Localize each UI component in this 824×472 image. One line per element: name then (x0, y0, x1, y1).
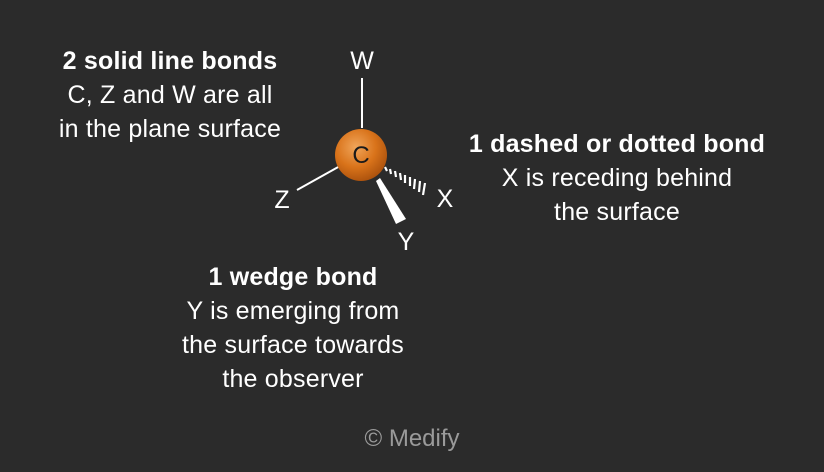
dashed-bond-caption: 1 dashed or dotted bond X is receding be… (432, 127, 802, 229)
solid-bonds-caption: 2 solid line bonds C, Z and W are all in… (20, 44, 320, 146)
dashed-bond-x (384, 166, 427, 196)
wedge-bond-line-2: the surface towards (182, 331, 404, 359)
wedge-bond-caption: 1 wedge bond Y is emerging from the surf… (143, 260, 443, 396)
atom-x-label: X (437, 185, 454, 213)
solid-bonds-line-2: in the plane surface (58, 115, 282, 143)
dashed-bond-heading: 1 dashed or dotted bond (468, 130, 766, 158)
solid-bond-z (296, 165, 341, 191)
atom-w-label: W (350, 47, 374, 75)
solid-bonds-line-1: C, Z and W are all (67, 81, 273, 109)
atom-z-label: Z (274, 186, 289, 214)
carbon-atom (335, 129, 387, 181)
atom-y-label: Y (398, 228, 415, 256)
wedge-bond-heading: 1 wedge bond (208, 263, 378, 291)
copyright-credit: © Medify (364, 425, 460, 452)
wedge-bond-y (376, 178, 406, 224)
dashed-bond-line-1: X is receding behind (501, 164, 733, 192)
carbon-atom-label: C (352, 142, 369, 169)
wedge-bond-line-1: Y is emerging from (186, 297, 400, 325)
wedge-bond-line-3: the observer (222, 365, 364, 393)
solid-bonds-heading: 2 solid line bonds (62, 47, 278, 75)
dashed-bond-line-2: the surface (554, 198, 680, 226)
